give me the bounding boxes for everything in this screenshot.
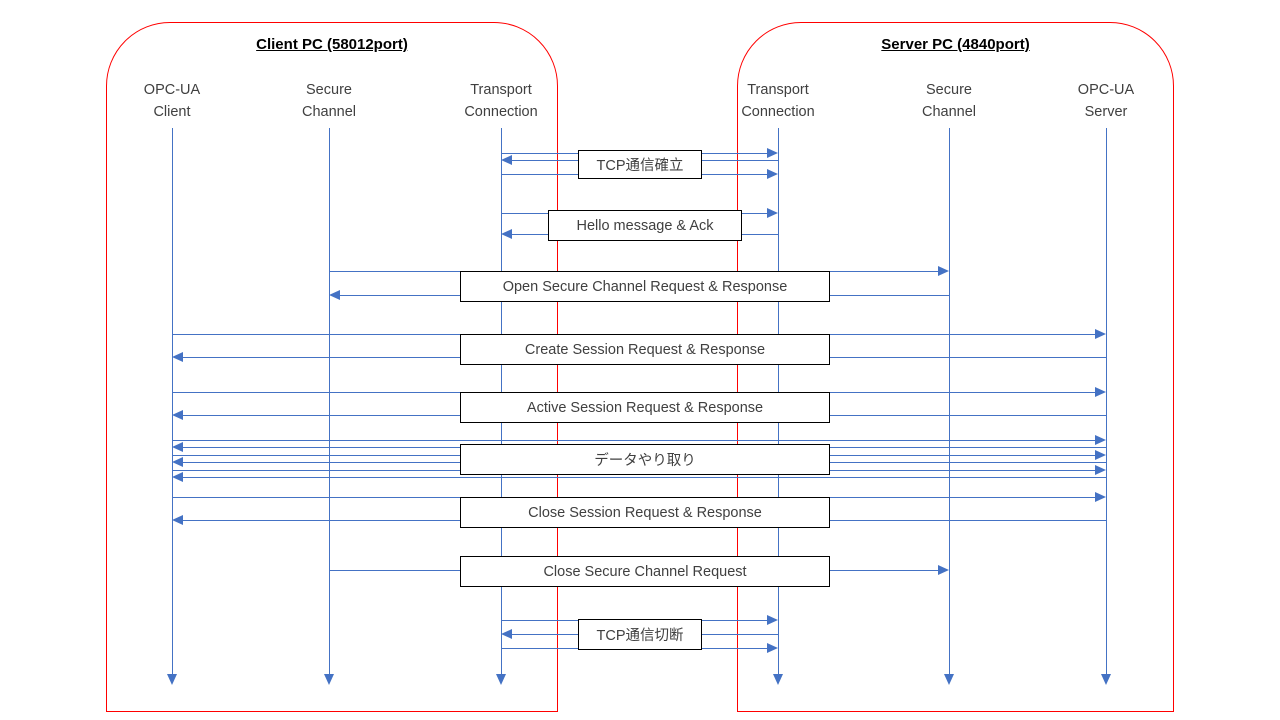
arrow-left-data-exchange-2 <box>172 457 183 467</box>
lane-label-opcua-client: OPC-UA Client <box>92 79 252 123</box>
arrow-right-data-exchange-2 <box>1095 450 1106 460</box>
arrow-left-data-exchange-1 <box>172 442 183 452</box>
lane-label-client-transport-connection: Transport Connection <box>421 79 581 123</box>
arrow-left-open-secure-channel-res <box>329 290 340 300</box>
arrow-left-tcp-establish-2 <box>501 155 512 165</box>
lane-label-line1: Transport <box>470 82 532 98</box>
client-pc-enclosure <box>106 22 558 712</box>
lane-label-line1: Secure <box>306 82 352 98</box>
message-line-data-exchange-r1 <box>172 440 1101 441</box>
arrow-right-data-exchange-3 <box>1095 465 1106 475</box>
lane-label-line1: OPC-UA <box>1077 82 1135 98</box>
arrow-right-create-session-req <box>1095 329 1106 339</box>
message-box-tcp-disconnect: TCP通信切断 <box>578 619 702 650</box>
lifeline-end-arrow-server-secure-channel <box>944 674 954 685</box>
lifeline-end-arrow-server-transport-connection <box>773 674 783 685</box>
arrow-left-close-session-res <box>172 515 183 525</box>
lifeline-end-arrow-opcua-client <box>167 674 177 685</box>
message-box-create-session: Create Session Request & Response <box>460 334 830 365</box>
arrow-right-data-exchange-1 <box>1095 435 1106 445</box>
arrow-right-tcp-establish-1 <box>767 148 778 158</box>
message-box-hello: Hello message & Ack <box>548 210 742 241</box>
lifeline-end-arrow-client-transport-connection <box>496 674 506 685</box>
lane-label-line1: Secure <box>926 82 972 98</box>
lane-label-server-secure-channel: Secure Channel <box>869 79 1029 123</box>
arrow-right-close-session-req <box>1095 492 1106 502</box>
lane-label-line2: Client <box>153 104 191 120</box>
lifeline-end-arrow-client-secure-channel <box>324 674 334 685</box>
arrow-right-tcp-establish-3 <box>767 169 778 179</box>
message-box-data-exchange: データやり取り <box>460 444 830 475</box>
client-pc-title: Client PC (58012port) <box>256 36 408 53</box>
arrow-left-create-session-res <box>172 352 183 362</box>
lane-label-line2: Channel <box>921 104 976 120</box>
lane-label-line2: Connection <box>464 104 538 120</box>
message-box-open-secure-channel: Open Secure Channel Request & Response <box>460 271 830 302</box>
lane-label-line2: Channel <box>301 104 356 120</box>
lane-label-line2: Server <box>1084 104 1128 120</box>
message-line-data-exchange-l3 <box>183 477 1106 478</box>
arrow-left-data-exchange-3 <box>172 472 183 482</box>
lane-label-opcua-server: OPC-UA Server <box>1026 79 1186 123</box>
lifeline-opcua-server <box>1106 128 1107 676</box>
arrow-left-tcp-disconnect-2 <box>501 629 512 639</box>
message-box-close-session: Close Session Request & Response <box>460 497 830 528</box>
arrow-right-tcp-disconnect-3 <box>767 643 778 653</box>
lifeline-end-arrow-opcua-server <box>1101 674 1111 685</box>
lane-label-server-transport-connection: Transport Connection <box>698 79 858 123</box>
message-box-tcp-establish: TCP通信確立 <box>578 150 702 179</box>
arrow-right-close-secure-channel <box>938 565 949 575</box>
lane-label-line1: Transport <box>747 82 809 98</box>
lane-label-line1: OPC-UA <box>143 82 201 98</box>
server-pc-title: Server PC (4840port) <box>881 36 1030 53</box>
lane-label-line2: Connection <box>741 104 815 120</box>
arrow-right-active-session-req <box>1095 387 1106 397</box>
lane-label-client-secure-channel: Secure Channel <box>249 79 409 123</box>
arrow-left-hello-2 <box>501 229 512 239</box>
arrow-left-active-session-res <box>172 410 183 420</box>
lifeline-server-secure-channel <box>949 128 950 676</box>
lifeline-client-secure-channel <box>329 128 330 676</box>
server-pc-enclosure <box>737 22 1174 712</box>
arrow-right-tcp-disconnect-1 <box>767 615 778 625</box>
message-box-active-session: Active Session Request & Response <box>460 392 830 423</box>
arrow-right-hello-1 <box>767 208 778 218</box>
arrow-right-open-secure-channel-req <box>938 266 949 276</box>
lifeline-opcua-client <box>172 128 173 676</box>
message-box-close-secure-channel: Close Secure Channel Request <box>460 556 830 587</box>
